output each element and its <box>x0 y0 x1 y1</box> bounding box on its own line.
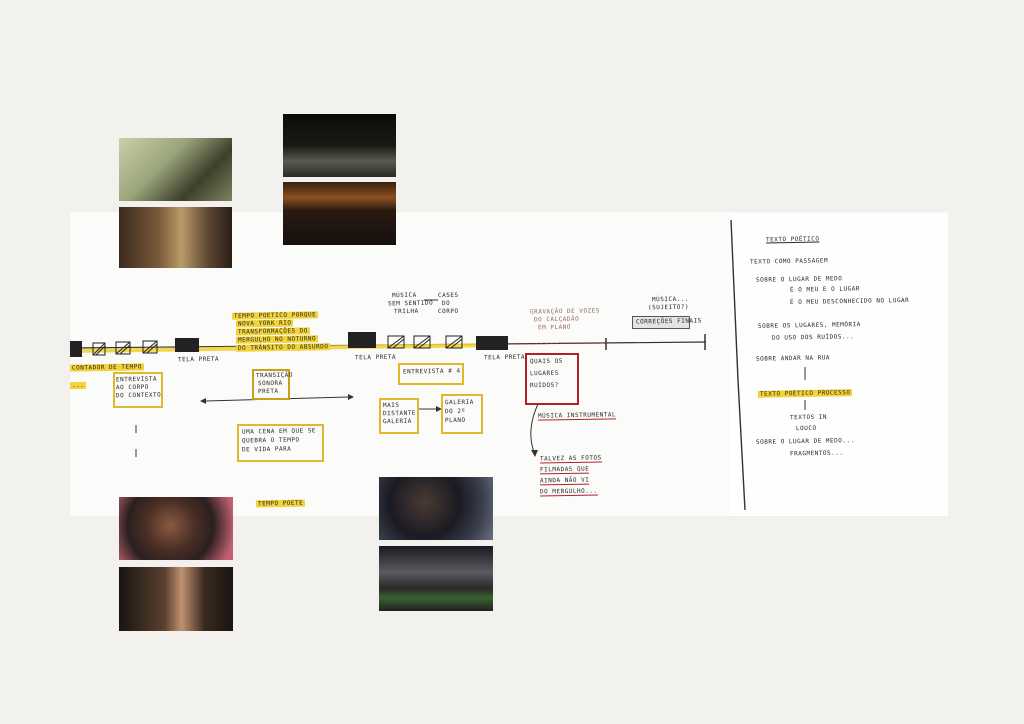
faded-note-1: GRAVAÇÃO DE VOZES <box>529 307 600 316</box>
photo-street-tram <box>119 207 232 268</box>
music-note-1: MÚSICA <box>391 291 417 300</box>
grey-box-label: CORREÇÕES FINAIS <box>635 317 702 326</box>
right-item-1: TEXTO COMO PASSAGEM <box>749 257 829 266</box>
box-mais-distante-line3: GALERIA <box>382 417 412 426</box>
highlight-note-1: TEMPO POETICO PORQUE <box>231 311 319 320</box>
box-bottom-left-line3: DE VIDA PARA <box>241 445 292 454</box>
music-note-right-2: DO <box>441 299 451 308</box>
faded-note-3: EM PLANO <box>537 323 571 332</box>
photo-building-facade <box>119 138 232 201</box>
box-mais-distante-line2: DISTANTE <box>382 409 416 418</box>
photo-woman-portrait <box>119 497 233 560</box>
right-item-7: SOBRE ANDAR NA RUA <box>755 354 831 363</box>
photo-night-street <box>283 114 396 177</box>
highlight-note-4: MERGULHO NO NOTURNO <box>235 335 319 344</box>
right-panel-title: TEXTO POÉTICO <box>765 235 820 244</box>
box-red-line2: LUGARES <box>529 369 559 378</box>
red-list-2: FILMADAS QUE <box>539 465 590 475</box>
box-galeria <box>441 394 483 434</box>
box-transicao-line3: PRETA <box>257 387 279 396</box>
box-mais-distante <box>379 398 419 434</box>
faded-note-2: DO CALÇADÃO <box>533 315 580 324</box>
box-entrevista-1 <box>113 372 163 408</box>
red-list-4: DO MERGULHO... <box>539 487 598 497</box>
box-entrevista-1-line1: ENTREVISTA <box>115 375 158 384</box>
photo-night-walk <box>119 567 233 631</box>
box-galeria-line3: PLANO <box>444 416 466 425</box>
marker-label-1: TELA PRETA <box>177 355 220 364</box>
box-red-question <box>525 353 579 405</box>
music-note-3: TRILHA <box>393 307 419 316</box>
box-bottom-left-line1: UMA CENA EM QUE SE <box>241 427 317 436</box>
marker-label-3: TELA PRETA <box>483 353 526 362</box>
grey-above-2: (SUJEITO?) <box>647 303 690 312</box>
right-item-6: DO USO DOS RUÍDOS... <box>771 333 855 342</box>
box-galeria-line1: GALERIA <box>444 398 474 407</box>
marker-label-2: TELA PRETA <box>354 353 397 362</box>
box-bottom-left <box>237 424 324 462</box>
right-item-2: SOBRE O LUGAR DE MEDO <box>755 275 843 284</box>
left-note-1: CONTADOR DE TEMPO <box>69 363 144 372</box>
right-item-10: LOUCO <box>795 424 817 433</box>
right-item-3: É O MEU E O LUGAR <box>789 285 860 294</box>
box-entrevista-1-line3: DO CONTEXTO <box>115 391 162 400</box>
right-panel-sheet <box>730 214 948 516</box>
music-note-2: SEM SENTIDO <box>387 299 434 308</box>
box-entrevista-4 <box>398 363 464 385</box>
box-transicao <box>252 369 290 400</box>
box-mais-distante-line1: MAIS <box>382 401 400 410</box>
right-item-12: FRAGMENTOS... <box>789 449 844 458</box>
musica-instrumental: MÚSICA INSTRUMENTAL <box>537 411 617 421</box>
box-transicao-line2: SONORA <box>257 379 283 388</box>
red-list-3: AINDA NÃO VI <box>539 476 590 486</box>
left-note-2: ... <box>69 381 87 390</box>
photo-night-crowd <box>283 182 396 245</box>
grey-above-1: MÚSICA... <box>651 295 690 304</box>
box-transicao-line1: TRANSIÇÃO <box>255 371 294 380</box>
music-note-right-3: CORPO <box>437 307 459 316</box>
bottom-highlight: TEMPO POETE <box>255 499 306 508</box>
grey-box <box>632 316 690 329</box>
box-galeria-line2: DO 2º <box>444 407 466 416</box>
red-list-1: TALVEZ AS FOTOS <box>539 454 602 464</box>
box-red-line3: RUÍDOS? <box>529 381 559 390</box>
box-red-line1: QUAIS OS <box>529 357 563 366</box>
photo-street-drummer <box>379 546 493 611</box>
box-bottom-left-line2: QUEBRA O TEMPO <box>241 436 300 445</box>
highlight-note-2: NOVA YORK RIO <box>235 319 294 328</box>
box-entrevista-1-line2: AO CORPO <box>115 383 149 392</box>
box-entrevista-4-label: ENTREVISTA # 4 <box>402 367 461 376</box>
music-note-right-1: CASES <box>437 291 459 300</box>
photo-man-smiling <box>379 477 493 540</box>
highlight-note-3: TRANSFORMAÇÕES DO <box>235 327 310 336</box>
right-item-9: TEXTOS IN <box>789 413 828 422</box>
